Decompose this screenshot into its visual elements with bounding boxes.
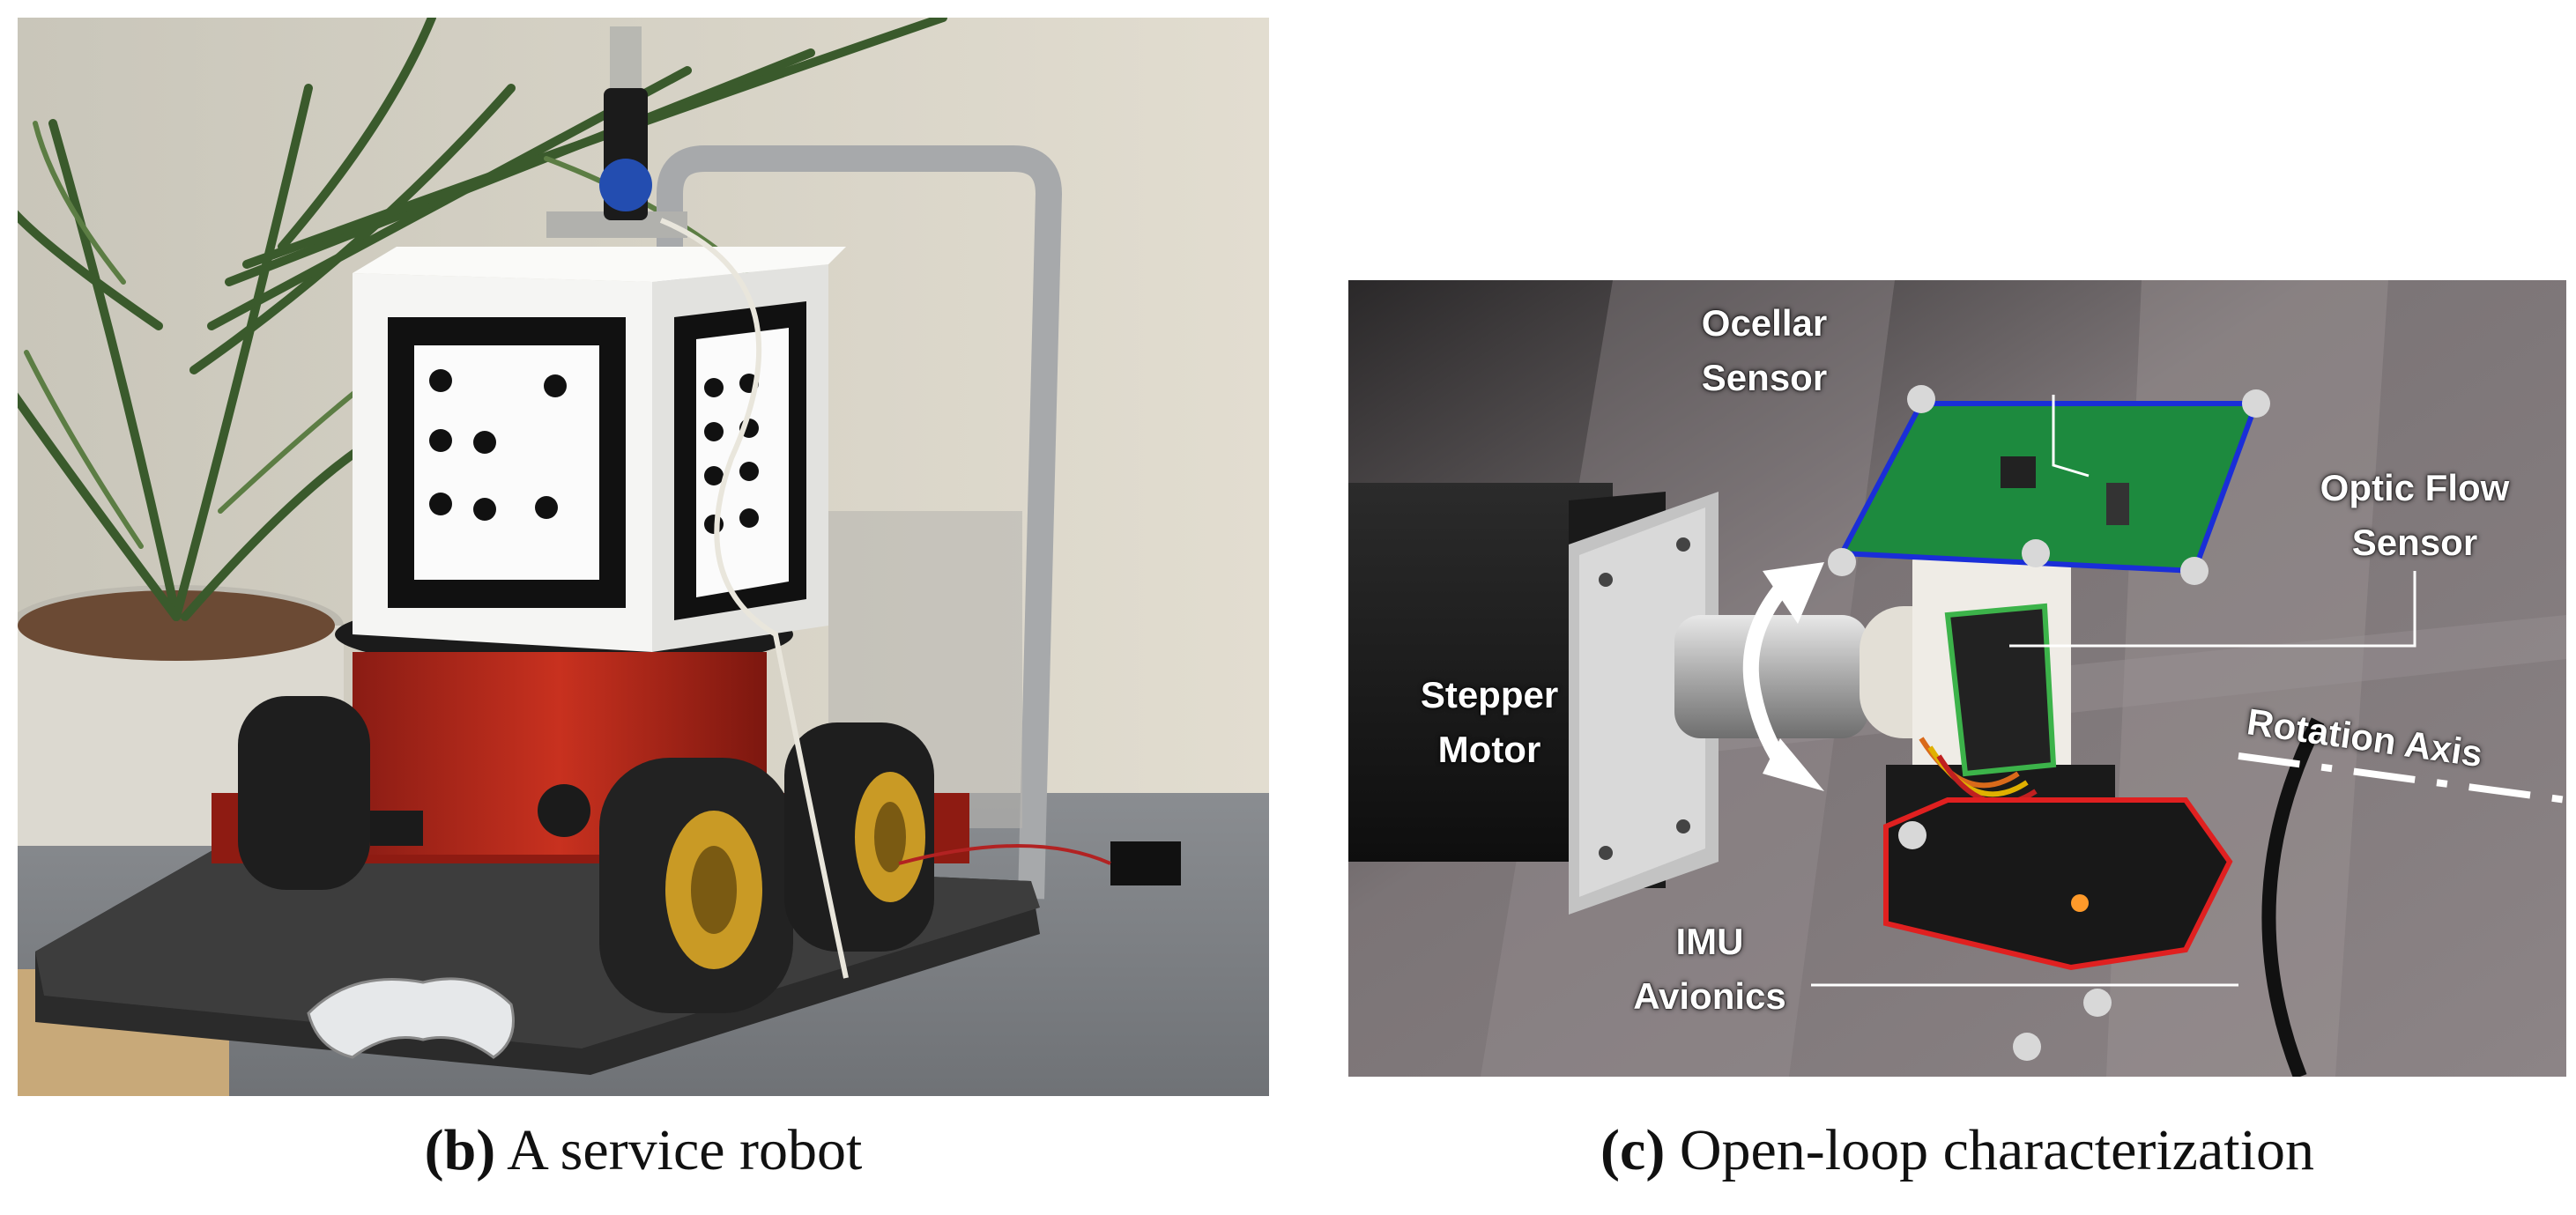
label-imu-line1: IMU — [1675, 921, 1744, 962]
label-ocellar-line2: Sensor — [1701, 357, 1828, 398]
label-optic-flow-line1: Optic Flow — [2320, 467, 2510, 508]
caption-b-letter: (b) — [424, 1118, 496, 1182]
open-loop-characterization-photo: Ocellar Sensor Optic Flow Sensor Stepper… — [1348, 280, 2566, 1077]
service-robot-illustration — [18, 18, 1269, 1096]
caption-c: (c) Open-loop characterization — [1348, 1117, 2566, 1188]
label-optic-flow-line2: Sensor — [2351, 522, 2478, 563]
label-imu-avionics: IMU Avionics — [1613, 915, 1807, 1024]
label-ocellar-line1: Ocellar — [1701, 302, 1828, 344]
label-stepper-motor: Stepper Motor — [1401, 668, 1578, 777]
label-ocellar-sensor: Ocellar Sensor — [1667, 296, 1861, 405]
service-robot-photo — [18, 18, 1269, 1096]
caption-c-text: Open-loop characterization — [1679, 1118, 2314, 1182]
label-stepper-line1: Stepper — [1420, 674, 1559, 715]
caption-b: (b) A service robot — [18, 1117, 1269, 1188]
label-imu-line2: Avionics — [1633, 975, 1786, 1017]
caption-c-letter: (c) — [1600, 1118, 1666, 1182]
open-loop-illustration — [1348, 280, 2566, 1077]
label-optic-flow-sensor: Optic Flow Sensor — [2283, 461, 2547, 570]
label-stepper-line2: Motor — [1437, 729, 1541, 770]
caption-b-text: A service robot — [507, 1118, 863, 1182]
